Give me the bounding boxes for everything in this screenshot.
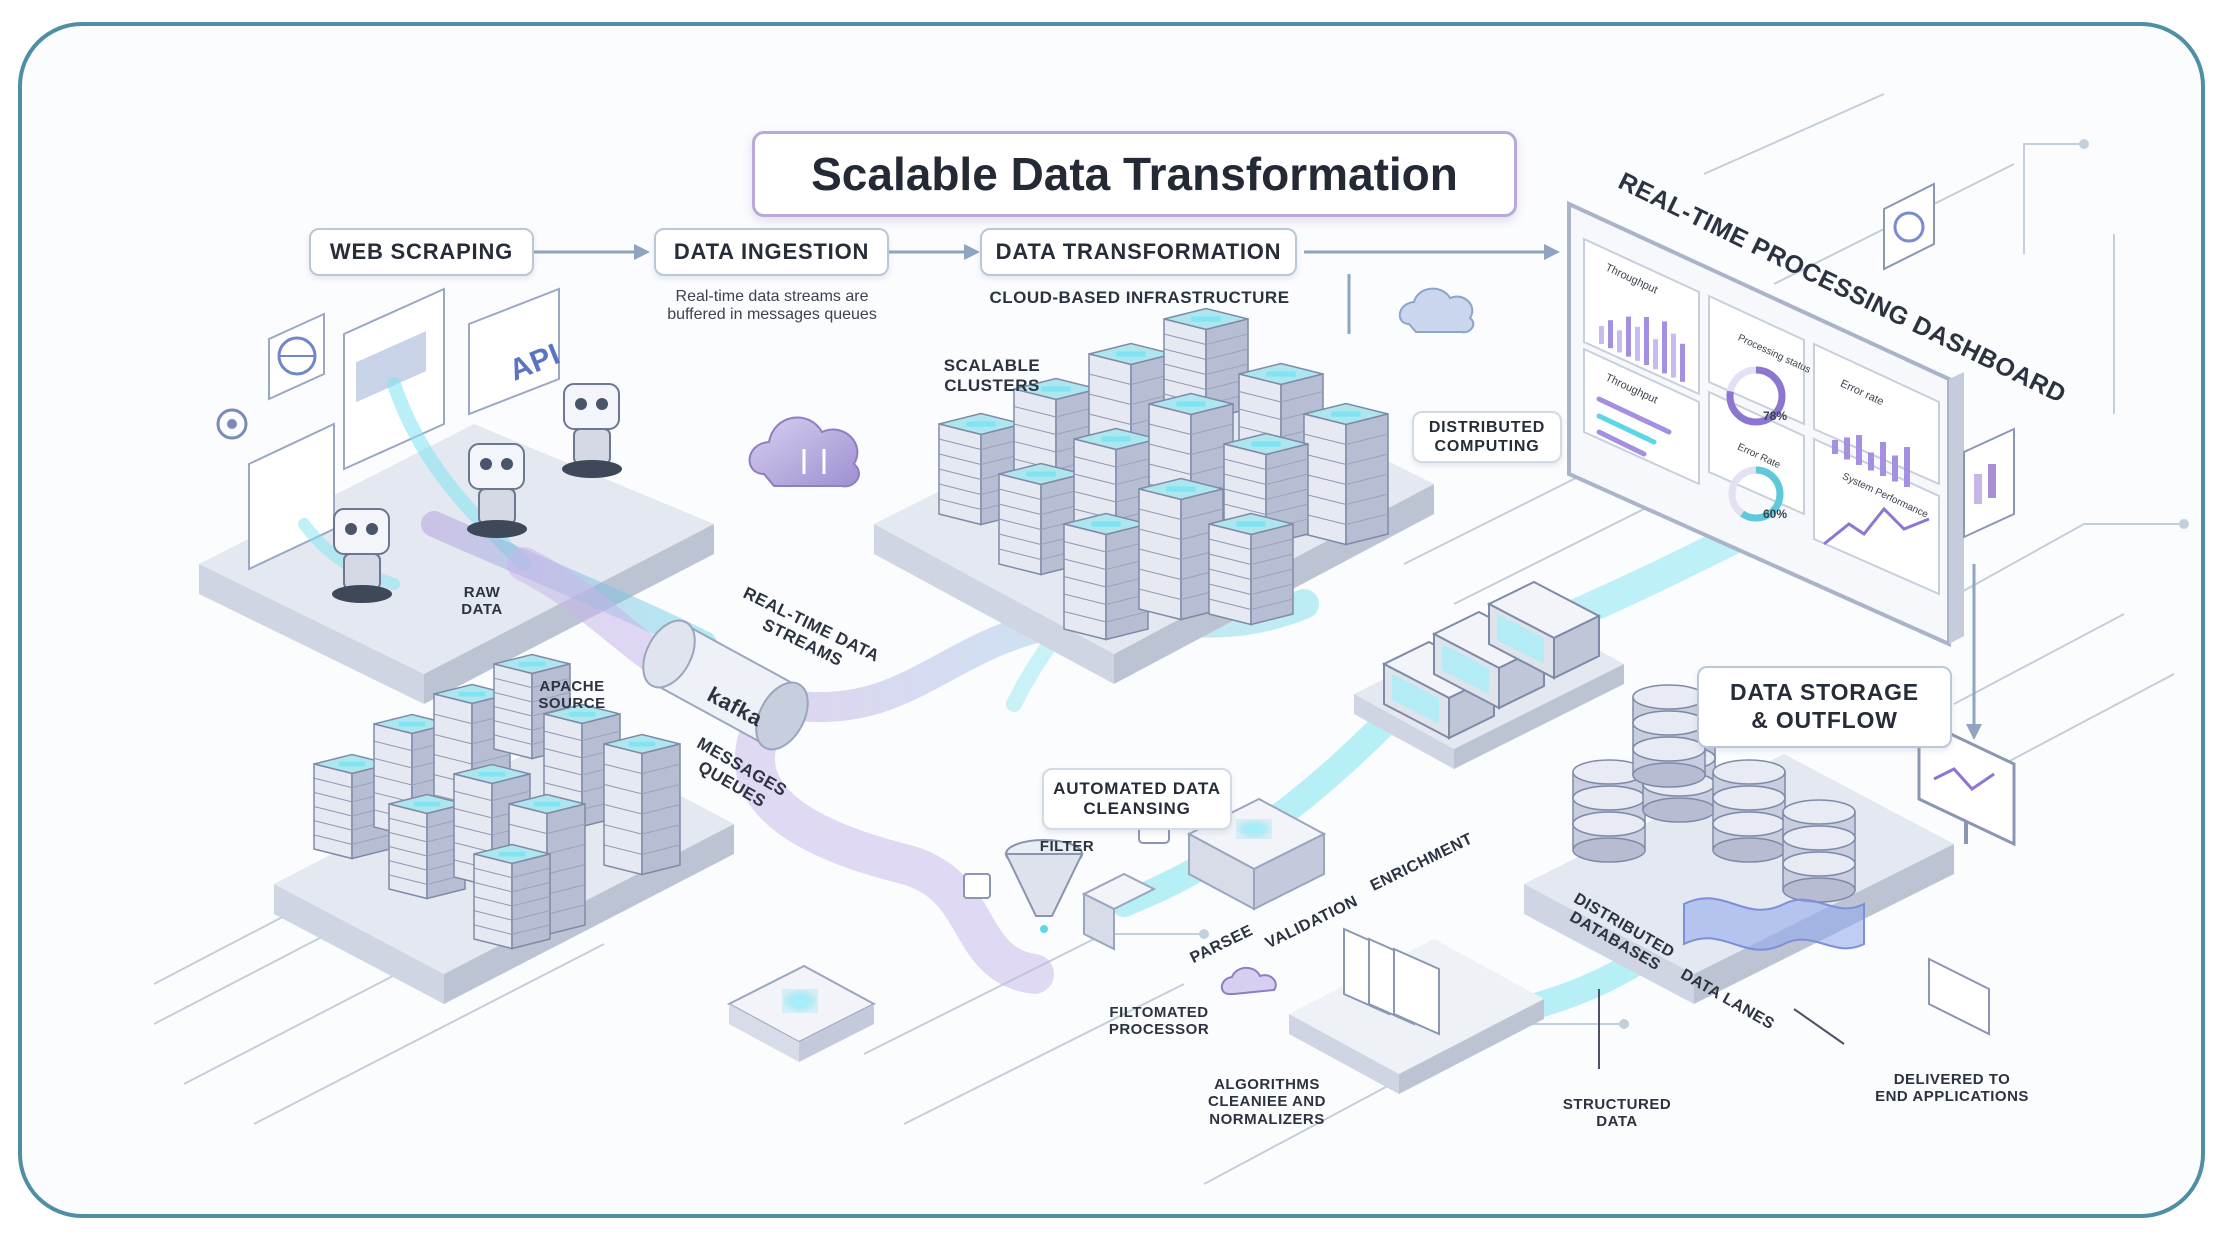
dashboard-bar xyxy=(1608,320,1613,349)
distributed-databases xyxy=(1572,684,1856,903)
throughput-lines xyxy=(1596,396,1672,457)
filtomated-processor-label: FILTOMATED PROCESSOR xyxy=(1108,1004,1210,1039)
raw-data-label: RAW DATA xyxy=(461,584,503,619)
filter-label: FILTER xyxy=(1039,838,1095,855)
server-rack xyxy=(1063,512,1149,641)
filter-funnel-icon xyxy=(1004,839,1084,933)
server-rack xyxy=(1208,512,1294,626)
dashboard-bar xyxy=(1671,333,1676,378)
server-rack xyxy=(603,733,681,876)
automated-cleansing-label: AUTOMATED DATA CLEANSING xyxy=(1042,768,1232,830)
error-gauge xyxy=(1728,466,1784,522)
page-title: Scalable Data Transformation xyxy=(811,148,1458,200)
stage-data-transformation-label: DATA TRANSFORMATION xyxy=(995,238,1282,264)
automated-cleansing-text: AUTOMATED DATA CLEANSING xyxy=(1053,778,1221,818)
diagram-frame: Scalable Data Transformation WEB SCRAPIN… xyxy=(18,22,2205,1218)
title-box: Scalable Data Transformation xyxy=(752,131,1517,217)
distributed-computing-text: DISTRIBUTED COMPUTING xyxy=(1428,418,1546,455)
stage-data-storage: DATA STORAGE & OUTFLOW xyxy=(1697,666,1952,748)
web-scraping-platform xyxy=(199,424,714,704)
lock-icon xyxy=(963,873,991,899)
apache-servers xyxy=(313,653,681,950)
error-gauge-value: 60% xyxy=(1762,507,1788,521)
dashboard-bar xyxy=(1844,437,1850,460)
dashboard-bar xyxy=(1626,316,1631,357)
flow-arrows xyxy=(529,250,1976,724)
filtomated-processor xyxy=(1186,797,1327,911)
end-app-icon xyxy=(1928,957,1990,1036)
stage-web-scraping: WEB SCRAPING xyxy=(309,228,534,276)
dashboard-bar-chart xyxy=(1599,316,1910,487)
system-performance-line xyxy=(1823,506,1930,546)
dashboard-bar xyxy=(1662,321,1667,374)
scalable-clusters-label: SCALABLE CLUSTERS xyxy=(943,356,1041,395)
scraper-robot-icon xyxy=(332,508,392,603)
globe-icon xyxy=(268,312,325,401)
dashboard-bar xyxy=(1868,452,1874,471)
refresh-icon xyxy=(1883,182,1935,271)
scraper-robot-icon xyxy=(467,443,527,538)
monitor-icon xyxy=(1917,716,2016,847)
processing-unit xyxy=(1486,580,1602,680)
algorithms-label: ALGORITHMS CLEANIEE AND NORMALIZERS xyxy=(1208,1076,1326,1128)
dashboard-bar xyxy=(1617,330,1622,353)
dashboard-bar xyxy=(1599,326,1604,344)
server-cluster xyxy=(938,307,1389,641)
stage-data-ingestion: DATA INGESTION xyxy=(654,228,889,276)
stage-data-ingestion-label: DATA INGESTION xyxy=(673,238,870,264)
database-cylinder xyxy=(1782,799,1856,903)
dashboard-bar xyxy=(1644,317,1649,365)
dashboard-bar xyxy=(1653,339,1658,370)
stage-data-transformation: DATA TRANSFORMATION xyxy=(980,228,1297,276)
document-stack-icon xyxy=(1343,927,1440,1036)
server-rack xyxy=(1303,402,1389,546)
server-rack xyxy=(1163,307,1249,421)
stage-data-storage-label: DATA STORAGE & OUTFLOW xyxy=(1730,679,1919,733)
processing-gauge-value: 78% xyxy=(1762,409,1788,423)
structured-data-label: STRUCTURED DATA xyxy=(1562,1096,1672,1131)
dashboard-bar xyxy=(1635,326,1640,361)
processing-gauge xyxy=(1726,366,1786,426)
dashboard-bar xyxy=(1680,343,1685,382)
processor-chip xyxy=(726,964,877,1062)
distributed-computing-label: DISTRIBUTED COMPUTING xyxy=(1412,411,1562,463)
dashboard-bar xyxy=(1892,455,1898,482)
cloud-icon xyxy=(1398,287,1475,334)
server-rack xyxy=(473,843,551,950)
data-lanes-wave xyxy=(1683,897,1865,951)
data-ingestion-note: Real-time data streams are buffered in m… xyxy=(667,288,877,324)
api-window-icon xyxy=(468,287,560,416)
database-cylinder xyxy=(1632,684,1706,788)
processing-units xyxy=(1381,580,1602,740)
cloud-icon xyxy=(748,416,860,488)
cloud-icon xyxy=(1220,966,1277,995)
parser-gate xyxy=(1081,872,1157,951)
kafka-queue xyxy=(642,619,809,751)
chart-card-icon xyxy=(1963,427,2015,539)
apache-source-label: APACHE SOURCE xyxy=(538,678,606,713)
dashboard-bar xyxy=(1856,435,1862,465)
diagram-canvas xyxy=(153,93,2189,1185)
scraper-robot-icon xyxy=(562,383,622,478)
dashboard-bar xyxy=(1832,440,1838,454)
stage-web-scraping-label: WEB SCRAPING xyxy=(329,238,514,264)
gear-icon xyxy=(216,408,248,440)
cloud-infrastructure-label: CLOUD-BASED INFRASTRUCTURE xyxy=(989,288,1290,307)
dashboard-bar xyxy=(1880,442,1886,476)
database-cylinder xyxy=(1712,759,1786,863)
dashboard-bar xyxy=(1904,447,1910,487)
delivered-label: DELIVERED TO END APPLICATIONS xyxy=(1875,1071,2029,1106)
